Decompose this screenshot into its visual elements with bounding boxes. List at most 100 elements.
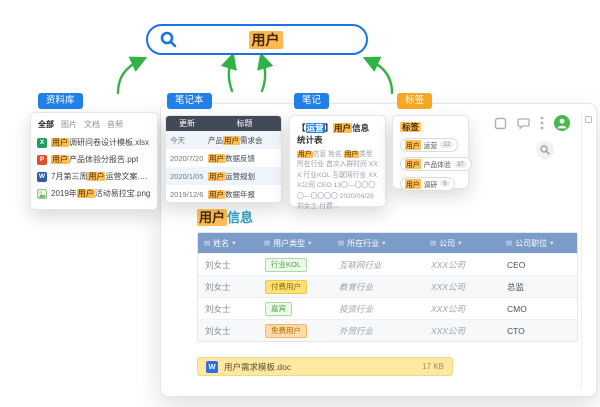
word-file-icon: W	[37, 171, 47, 182]
table-row[interactable]: 刘女士 嘉宾 投资行业 XXX公司 CMO	[198, 297, 577, 319]
user-type-tag[interactable]: 行业KOL	[265, 257, 308, 272]
column-header-type[interactable]: ▤用户类型▾	[258, 233, 332, 253]
notebook-panel: 更新 标题 今天 产品用户需求会 2020/7/20 用户数据反馈 2020/1…	[165, 115, 282, 203]
cell-name[interactable]: 刘女士	[205, 259, 231, 270]
file-name-post: 产品体验分报告.ppt	[69, 155, 139, 164]
avatar[interactable]	[554, 115, 570, 131]
file-name-post: 运营文案.word	[105, 172, 151, 181]
cell-type[interactable]: 嘉宾	[258, 298, 332, 319]
notebook-header-row: 更新 标题	[166, 116, 281, 131]
label-library: 资料库	[38, 93, 83, 109]
frame-icon[interactable]	[494, 117, 507, 130]
cell-type[interactable]: 免费用户	[258, 320, 332, 341]
column-header-name[interactable]: ▤姓名▾	[198, 233, 258, 253]
column-label: 用户类型	[273, 238, 306, 248]
notebook-row[interactable]: 2020/1/05 用户运营规划	[166, 167, 281, 185]
arrow-from-notebook	[220, 52, 237, 93]
tag-rest: 运营	[423, 142, 438, 150]
note-title: 用户数据反馈	[208, 153, 281, 164]
comment-icon[interactable]	[517, 117, 530, 130]
attachment-chip[interactable]: W 用户需求模板.doc 17 KB	[197, 357, 453, 376]
column-header-position[interactable]: ▤公司职位▾	[500, 233, 577, 253]
cell-company[interactable]: XXX公司	[431, 281, 466, 292]
ppt-file-icon: P	[37, 154, 47, 165]
cell-industry[interactable]: 外贸行业	[339, 325, 374, 336]
note-date: 2020/7/20	[170, 153, 204, 163]
cell-name[interactable]: 刘女士	[205, 325, 231, 336]
cell-position[interactable]: CTO	[507, 325, 525, 336]
notebook-row[interactable]: 2020/7/20 用户数据反馈	[166, 149, 281, 167]
user-type-tag[interactable]: 免费用户	[265, 323, 307, 338]
file-row[interactable]: X 用户调研问卷设计模板.xlsx	[37, 134, 151, 151]
field-type-icon: ▤	[264, 240, 271, 247]
note-date: 2020/1/05	[170, 171, 204, 181]
note-title: 用户数据年报	[208, 189, 281, 200]
cell-position[interactable]: CEO	[507, 259, 526, 270]
cell-industry[interactable]: 互联网行业	[339, 259, 382, 270]
note-snippet-panel[interactable]: 【运营】用户信息 统计表 用户信息 姓名 用户类型 所在行业 首次入群时间 XX…	[289, 115, 386, 210]
cell-position[interactable]: CMO	[507, 303, 527, 314]
cell-company[interactable]: XXX公司	[431, 325, 466, 336]
user-type-tag[interactable]: 付费用户	[265, 279, 307, 294]
file-row[interactable]: W 7月第三周用户运营文案.word	[37, 168, 151, 185]
tags-header-text: 标签	[400, 122, 422, 132]
field-type-icon: ▤	[338, 240, 345, 247]
column-header-company[interactable]: ▤公司▾	[424, 233, 500, 253]
table-row[interactable]: 刘女士 行业KOL 互联网行业 XXX公司 CEO	[198, 253, 577, 275]
cell-name[interactable]: 刘女士	[205, 281, 231, 292]
cell-type[interactable]: 付费用户	[258, 276, 332, 297]
tab-all[interactable]: 全部	[38, 120, 54, 129]
column-header-industry[interactable]: ▤所在行业▾	[332, 233, 424, 253]
window-toolbar	[494, 115, 570, 131]
tag-count-badge: 37	[453, 160, 467, 168]
sidebar-divider	[581, 112, 582, 388]
note-title: 用户运营规划	[208, 171, 281, 182]
notebook-row[interactable]: 2019/12/6 用户数据年报	[166, 185, 281, 202]
sidebar-toggle-icon[interactable]	[585, 116, 592, 123]
excel-file-icon: X	[37, 137, 47, 148]
global-search-bar[interactable]: 用户	[146, 24, 368, 55]
column-label: 姓名	[213, 238, 230, 248]
file-name: 7月第三周用户运营文案.word	[51, 171, 151, 182]
title-rest: 信息	[352, 123, 370, 133]
note-title-post: 需求会	[240, 135, 263, 145]
table-row[interactable]: 刘女士 免费用户 外贸行业 XXX公司 CTO	[198, 319, 577, 341]
doc-search-button[interactable]	[536, 141, 554, 159]
cell-company[interactable]: XXX公司	[431, 303, 466, 314]
more-options-icon[interactable]	[540, 116, 544, 130]
cell-type[interactable]: 行业KOL	[258, 254, 332, 275]
notebook-row[interactable]: 今天 产品用户需求会	[166, 131, 281, 149]
title-highlight: 用户	[333, 123, 353, 133]
note-snippet-title: 【运营】用户信息 统计表	[297, 122, 378, 147]
cell-name[interactable]: 刘女士	[205, 303, 231, 314]
user-type-tag[interactable]: 嘉宾	[265, 301, 292, 316]
table-row[interactable]: 刘女士 付费用户 教育行业 XXX公司 总监	[198, 275, 577, 297]
file-row[interactable]: 2019年用户活动易拉宝.png	[37, 185, 151, 202]
file-row[interactable]: P 用户产品体验分报告.ppt	[37, 151, 151, 168]
label-notebook: 笔记本	[167, 93, 212, 109]
tab-audio[interactable]: 音频	[107, 120, 123, 129]
attachment-name: 用户需求模板.doc	[224, 361, 292, 372]
note-title-highlight: 用户	[208, 189, 225, 199]
tab-images[interactable]: 图片	[61, 120, 77, 129]
column-update: 更新	[179, 119, 195, 128]
cell-position[interactable]: 总监	[507, 281, 525, 292]
tab-documents[interactable]: 文档	[84, 120, 100, 129]
title-rest: 信息	[227, 210, 254, 225]
note-title-post: 运营规划	[225, 171, 255, 181]
word-file-icon: W	[206, 360, 218, 373]
cell-industry[interactable]: 教育行业	[339, 281, 374, 292]
note-date: 今天	[170, 135, 185, 145]
library-panel: 全部 图片 文档 音频 X 用户调研问卷设计模板.xlsx P 用户产品体验分报…	[30, 112, 158, 210]
library-tabs: 全部 图片 文档 音频	[37, 118, 151, 134]
bracket-open: 【	[297, 123, 306, 133]
cell-industry[interactable]: 投资行业	[339, 303, 374, 314]
cell-company[interactable]: XXX公司	[431, 259, 466, 270]
search-query: 用户	[177, 30, 354, 50]
file-name-post: 活动易拉宝.png	[94, 189, 151, 198]
file-name-pre: 2019年	[51, 189, 77, 198]
